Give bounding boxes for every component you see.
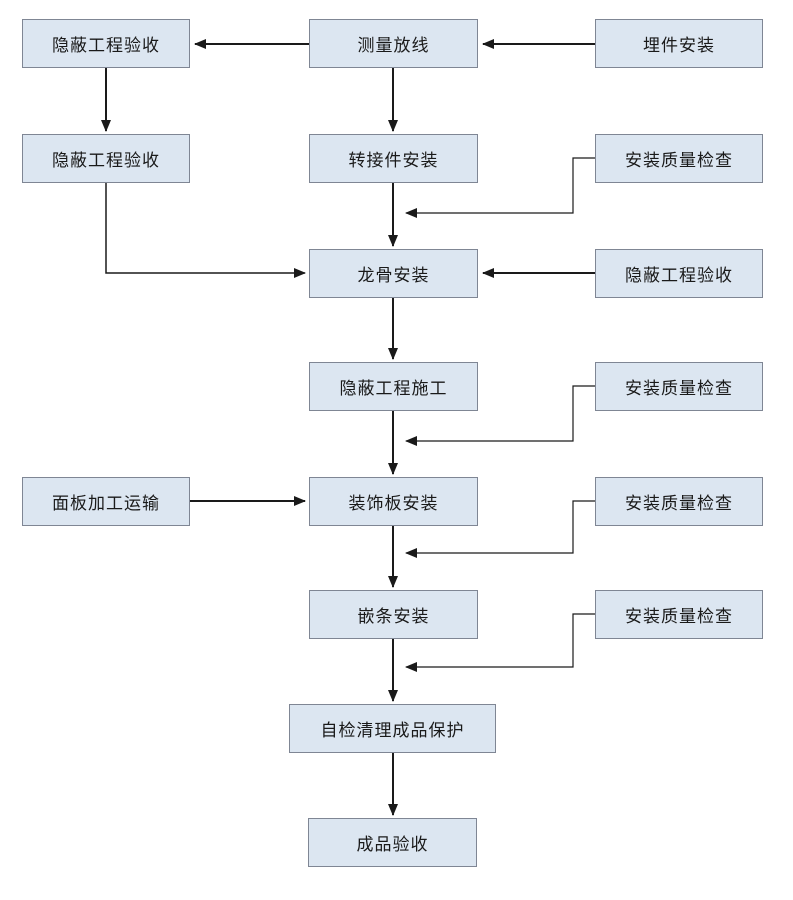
flow-node-hidden-acceptance-3: 隐蔽工程验收 xyxy=(595,249,763,298)
connector-qc4-elbow xyxy=(405,613,595,672)
flow-node-quality-check-4: 安装质量检查 xyxy=(595,590,763,639)
flow-node-self-check-protect: 自检清理成品保护 xyxy=(289,704,496,753)
flow-node-hidden-construction: 隐蔽工程施工 xyxy=(309,362,478,411)
flow-node-adapter-install: 转接件安装 xyxy=(309,134,478,183)
flow-node-final-acceptance: 成品验收 xyxy=(308,818,477,867)
connector-qc3-elbow xyxy=(405,500,595,558)
connector-group xyxy=(101,39,595,816)
connector-qc1-elbow xyxy=(405,157,595,218)
flow-node-hidden-acceptance-1: 隐蔽工程验收 xyxy=(22,19,190,68)
flow-node-trim-install: 嵌条安装 xyxy=(309,590,478,639)
flow-node-deco-panel-install: 装饰板安装 xyxy=(309,477,478,526)
flow-node-embed-install: 埋件安装 xyxy=(595,19,763,68)
flow-node-measure-layout: 测量放线 xyxy=(309,19,478,68)
connector-qc2-elbow xyxy=(405,385,595,446)
flow-node-hidden-acceptance-2: 隐蔽工程验收 xyxy=(22,134,190,183)
flow-node-quality-check-3: 安装质量检查 xyxy=(595,477,763,526)
connector-hidden2-to-keel xyxy=(105,183,306,278)
flow-node-quality-check-2: 安装质量检查 xyxy=(595,362,763,411)
flow-node-panel-transport: 面板加工运输 xyxy=(22,477,190,526)
flow-node-keel-install: 龙骨安装 xyxy=(309,249,478,298)
flow-node-quality-check-1: 安装质量检查 xyxy=(595,134,763,183)
